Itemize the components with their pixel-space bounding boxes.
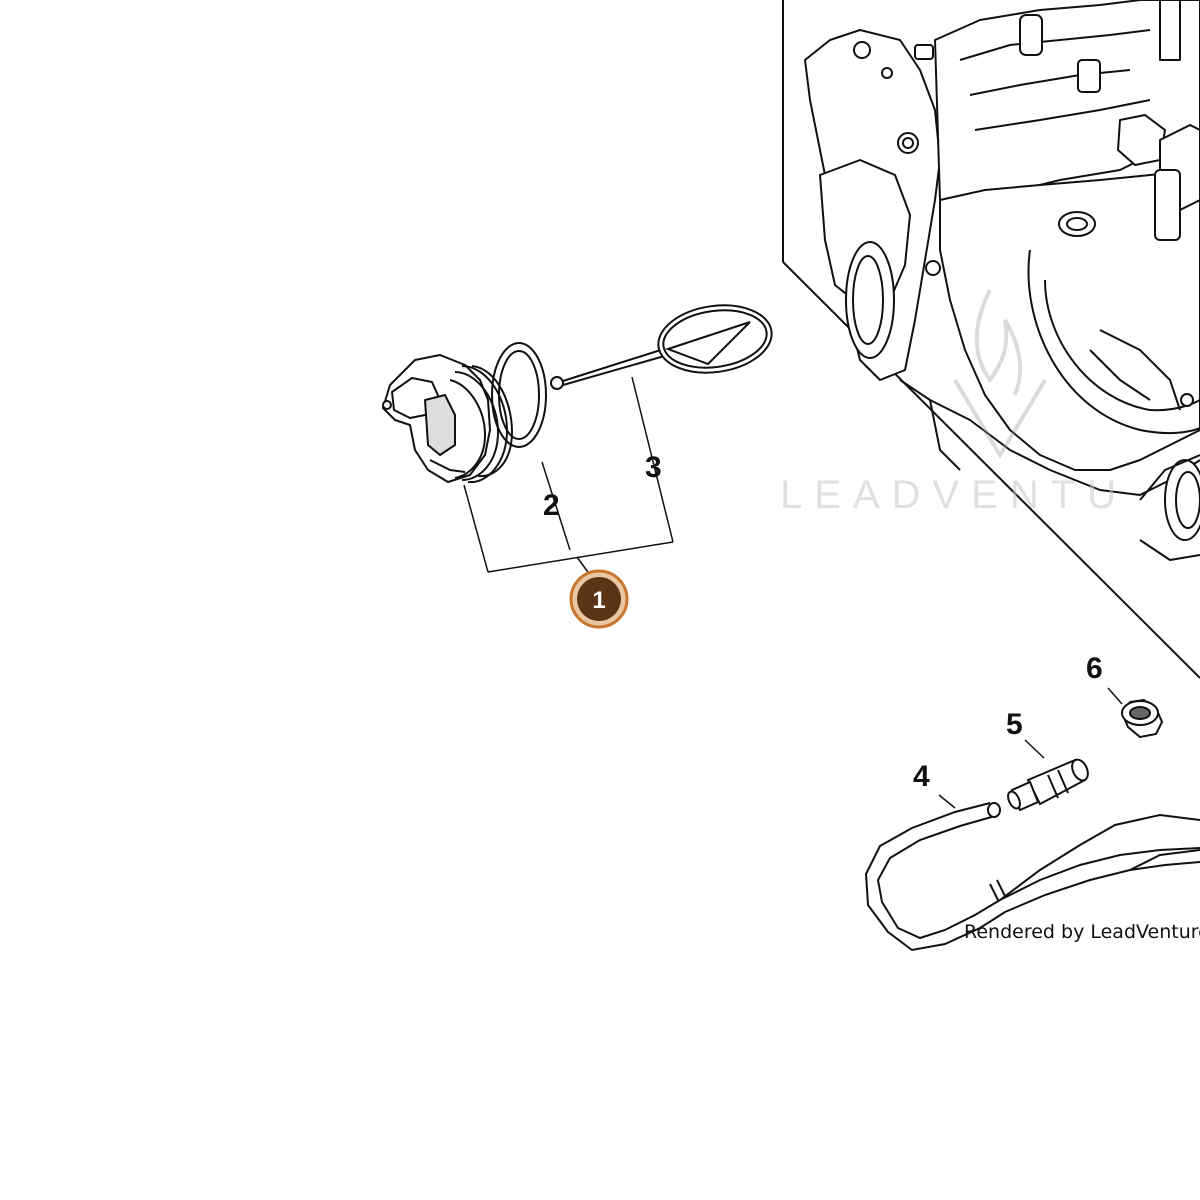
fuel-filter xyxy=(1007,758,1089,812)
fuel-hose xyxy=(864,802,1200,952)
label-part-3: 3 xyxy=(645,451,662,484)
render-credit: Rendered by LeadVenture, In xyxy=(964,921,1200,943)
o-ring xyxy=(491,342,547,448)
callout-number: 1 xyxy=(592,587,605,614)
watermark-logo xyxy=(953,289,1047,459)
grommet xyxy=(1120,698,1164,739)
label-part-6: 6 xyxy=(1086,652,1103,685)
callout-bracket xyxy=(463,376,674,576)
strainer-disc xyxy=(550,304,773,390)
label-part-4: 4 xyxy=(913,760,930,793)
callout-badge-1[interactable]: 1 xyxy=(569,569,629,629)
label-part-5: 5 xyxy=(1006,708,1023,741)
watermark-text: LEADVENTU xyxy=(780,473,1128,517)
leader-lines xyxy=(938,687,1123,809)
filler-cap xyxy=(382,354,513,484)
crankcase-housing xyxy=(782,0,1200,679)
label-part-2: 2 xyxy=(543,489,560,522)
